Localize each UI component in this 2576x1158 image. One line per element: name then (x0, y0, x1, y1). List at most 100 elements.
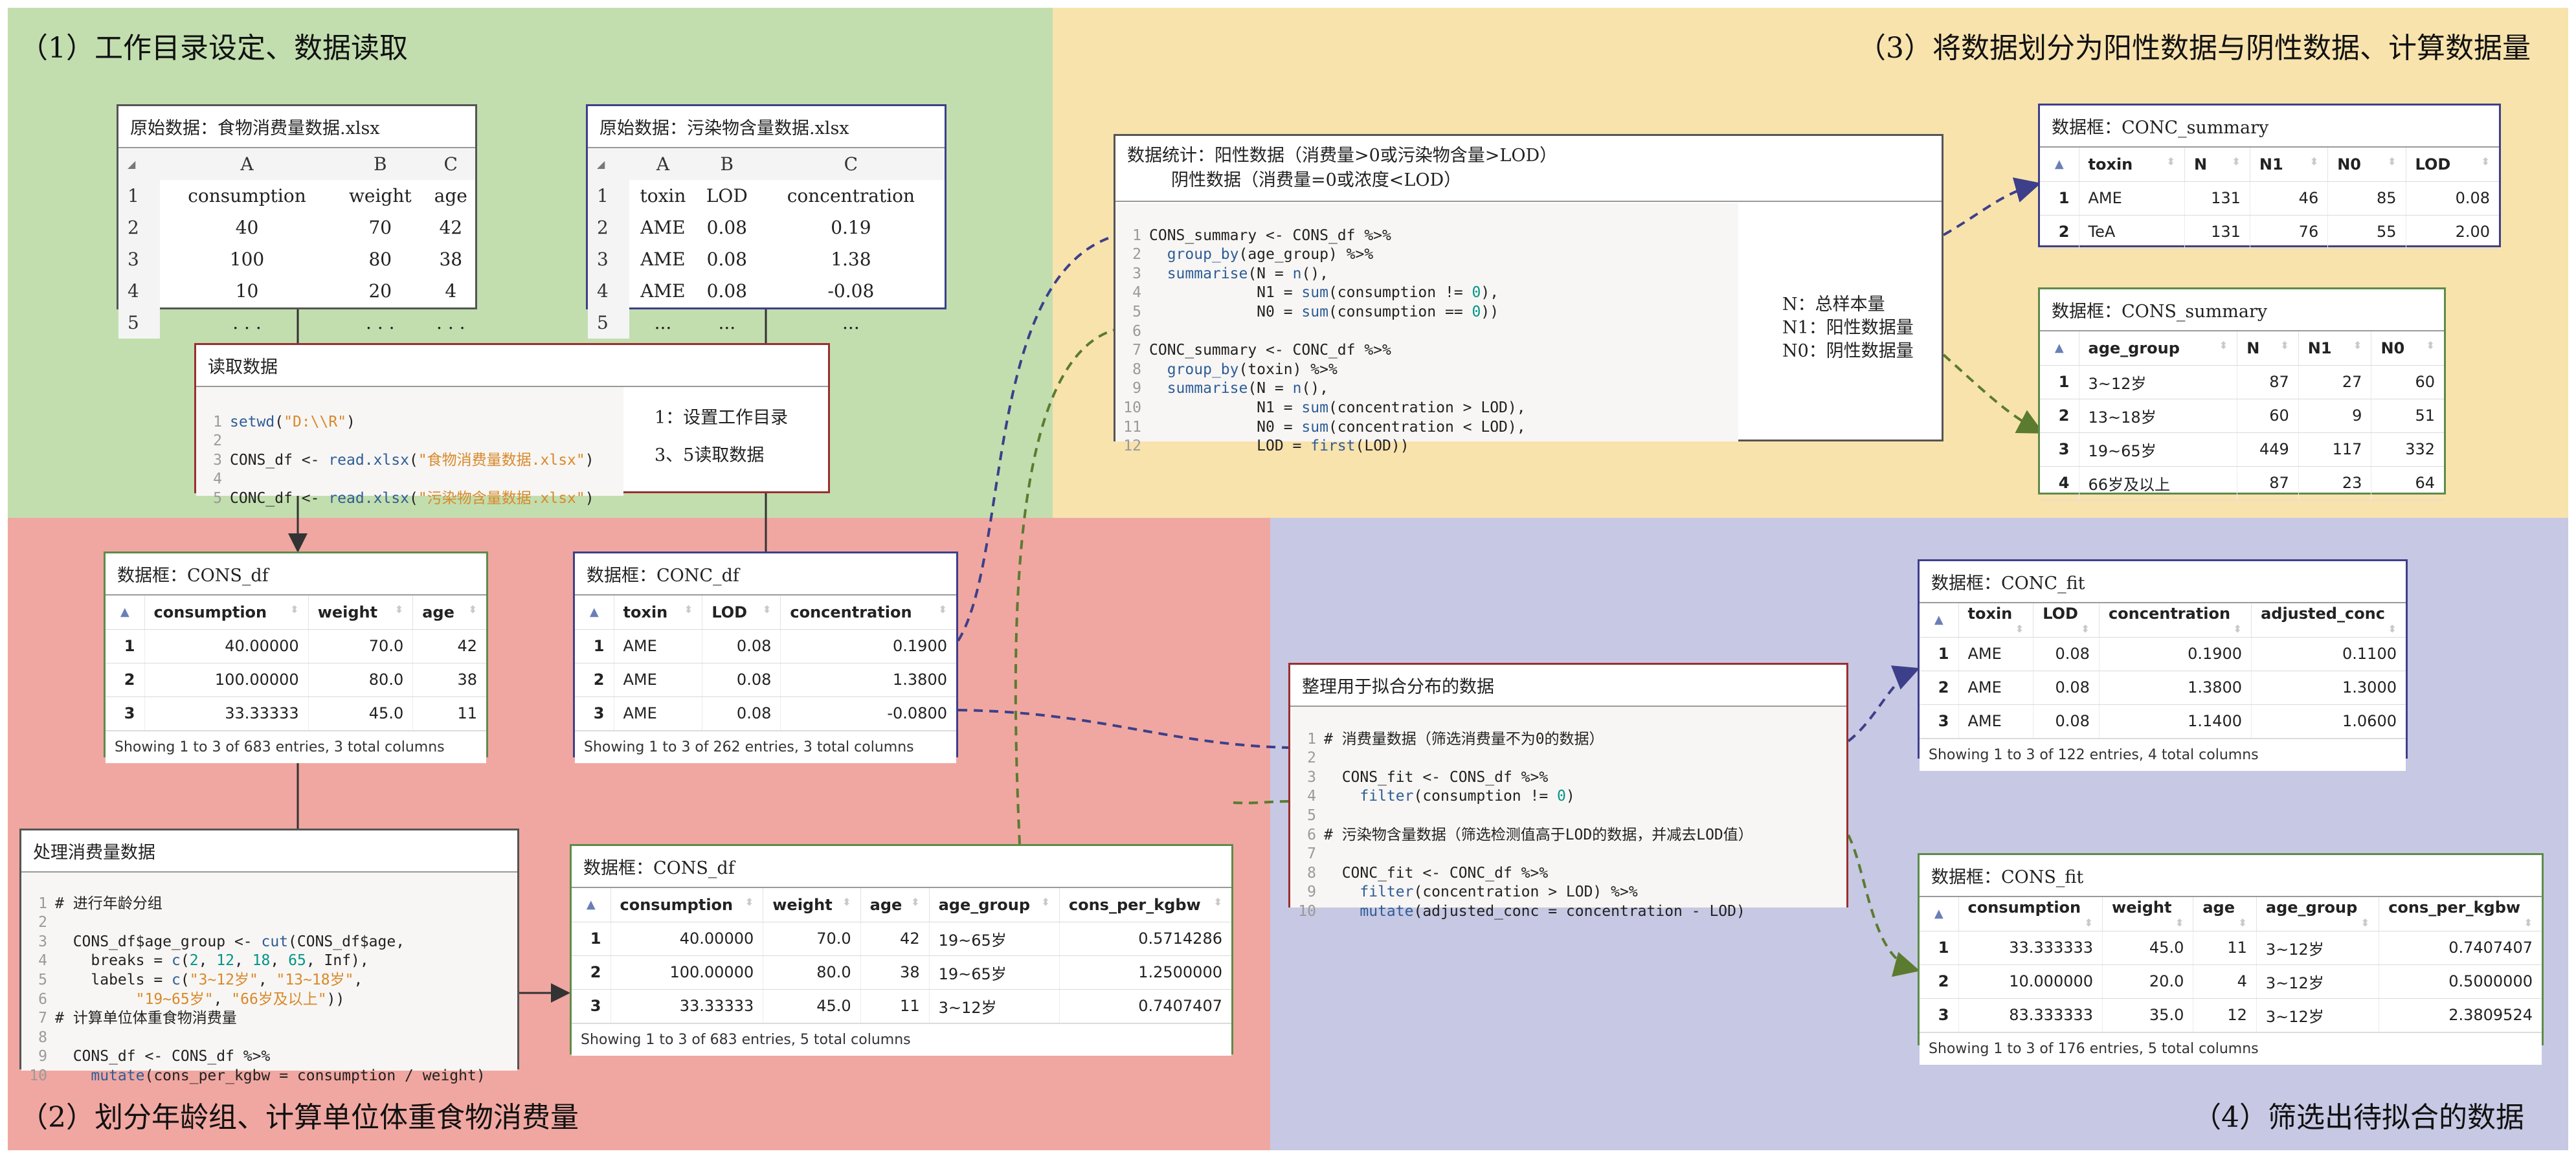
column-header[interactable]: cons_per_kgbw⬍ (2379, 897, 2542, 931)
column-header[interactable]: N1⬍ (2298, 331, 2371, 366)
column-header[interactable]: LOD⬍ (702, 596, 781, 630)
cell[interactable]: 1.38 (831, 249, 871, 270)
row-index: 2 (2040, 399, 2079, 433)
column-header[interactable]: consumption⬍ (144, 596, 309, 630)
column-header[interactable]: adjusted_conc⬍ (2251, 603, 2406, 638)
cell[interactable]: . . . (436, 312, 465, 333)
column-header[interactable]: concentration⬍ (780, 596, 956, 630)
row-index: 3 (575, 696, 614, 731)
column-header[interactable]: age_group⬍ (2256, 897, 2379, 931)
column-header[interactable]: N1⬍ (2249, 148, 2328, 182)
cell[interactable]: . . . (366, 312, 395, 333)
cell[interactable]: 10 (235, 280, 259, 302)
col-header[interactable]: C (426, 148, 475, 180)
cell[interactable]: AME (640, 217, 686, 238)
column-header[interactable]: N⬍ (2237, 331, 2299, 366)
col-header[interactable]: A (629, 148, 697, 180)
column-header[interactable]: weight⬍ (2102, 897, 2193, 931)
column-header[interactable]: N⬍ (2184, 148, 2250, 182)
column-header[interactable]: consumption⬍ (610, 888, 763, 922)
cell[interactable]: 20 (368, 280, 392, 302)
column-header[interactable]: age⬍ (2193, 897, 2257, 931)
cell[interactable]: 100 (229, 249, 265, 270)
sort-icon[interactable]: ▲ (572, 888, 610, 922)
cell[interactable]: weight (348, 185, 412, 206)
column-header[interactable]: weight⬍ (308, 596, 413, 630)
sort-icon[interactable]: ▲ (1920, 897, 1958, 931)
column-header[interactable]: age_group⬍ (928, 888, 1060, 922)
stats-title-line-1: 数据统计：阳性数据（消费量>0或污染物含量>LOD） (1127, 146, 1558, 166)
sort-icon[interactable]: ▲ (2040, 331, 2079, 366)
column-header[interactable]: consumption⬍ (1958, 897, 2103, 931)
cell[interactable]: age (434, 185, 467, 206)
column-header[interactable]: toxin⬍ (1958, 603, 2033, 638)
column-header[interactable]: N0⬍ (2371, 331, 2444, 366)
cell[interactable]: -0.08 (827, 280, 875, 302)
column-header[interactable]: LOD⬍ (2033, 603, 2100, 638)
col-header[interactable]: B (334, 148, 427, 180)
col-header[interactable]: C (757, 148, 945, 180)
region-3-title: （3）将数据划分为阳性数据与阴性数据、计算数据量 (1857, 32, 2531, 65)
cell[interactable]: 0.08 (706, 217, 747, 238)
column-header[interactable]: LOD⬍ (2405, 148, 2499, 182)
cell[interactable]: ... (718, 312, 736, 333)
cell[interactable]: 38 (439, 249, 463, 270)
col-header[interactable]: A (160, 148, 335, 180)
cell[interactable]: 40 (235, 217, 259, 238)
sort-icon[interactable]: ▲ (1920, 603, 1958, 638)
column-header[interactable]: age_group⬍ (2078, 331, 2237, 366)
cell[interactable]: 0.08 (706, 249, 747, 270)
column-header[interactable]: cons_per_kgbw⬍ (1058, 888, 1231, 922)
cell[interactable]: AME (640, 280, 686, 302)
column-header[interactable]: age⬍ (412, 596, 486, 630)
sort-icon[interactable]: ▲ (106, 596, 144, 630)
cell[interactable]: toxin (640, 185, 686, 206)
column-header[interactable]: toxin⬍ (613, 596, 702, 630)
cell[interactable]: 0.08 (706, 280, 747, 302)
column-header[interactable]: weight⬍ (763, 888, 861, 922)
cell[interactable]: ... (842, 312, 860, 333)
sort-icon[interactable]: ▲ (575, 596, 614, 630)
cell[interactable]: 70 (368, 217, 392, 238)
cell[interactable]: LOD (706, 185, 748, 206)
cell: 0.08 (2033, 704, 2100, 739)
column-label: consumption (1967, 898, 2081, 917)
column-header[interactable]: concentration⬍ (2098, 603, 2252, 638)
col-header[interactable]: B (696, 148, 757, 180)
sort-icon[interactable]: ▲ (2040, 148, 2079, 182)
column-header[interactable]: age⬍ (860, 888, 930, 922)
cell[interactable]: 80 (368, 249, 392, 270)
column-header[interactable]: N0⬍ (2327, 148, 2406, 182)
cell[interactable]: 42 (439, 217, 463, 238)
cell[interactable]: concentration (787, 185, 915, 206)
cell[interactable]: ... (654, 312, 672, 333)
column-label: concentration (2108, 605, 2231, 623)
cell[interactable]: 0.19 (831, 217, 871, 238)
column-header[interactable]: toxin⬍ (2078, 148, 2185, 182)
cell[interactable]: consumption (188, 185, 306, 206)
cell[interactable]: . . . (232, 312, 262, 333)
cell[interactable]: AME (640, 249, 686, 270)
cell[interactable]: 4 (445, 280, 457, 302)
